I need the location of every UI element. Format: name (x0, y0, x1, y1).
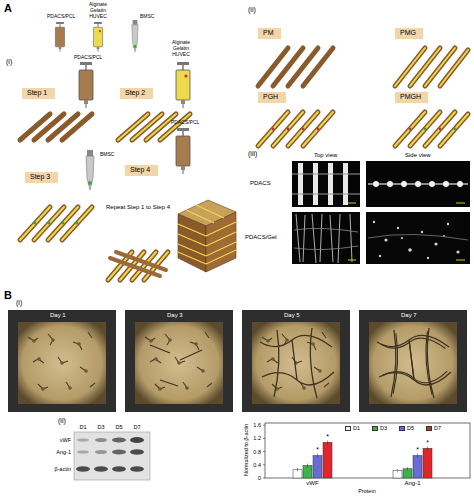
box-text: PM (263, 29, 274, 36)
box-text: PMGH (400, 93, 421, 100)
legend-item: D5 (399, 425, 414, 432)
legend-swatch (399, 426, 405, 431)
condition-box: PGH (258, 92, 286, 103)
significance-mark: * (416, 446, 419, 454)
significance-mark: * (316, 446, 319, 454)
protein-label: vWF (60, 437, 71, 443)
legend-swatch (426, 426, 432, 431)
brightfield-images (8, 310, 467, 412)
strands (20, 114, 190, 280)
axis-title: Protein (358, 488, 375, 494)
condition-box: PM (258, 28, 281, 39)
legend-text: D7 (434, 425, 441, 432)
syringes (55, 20, 190, 190)
step-box: Step 3 (25, 172, 58, 183)
syringe-label: BMSC (140, 14, 154, 20)
syringe-label: PDACS/PCL (171, 120, 199, 126)
tick-label: 1.6 (253, 422, 261, 428)
legend-text: D1 (353, 425, 360, 432)
row-label: PDACS/Gel (245, 234, 277, 241)
step-box: Step 2 (120, 88, 153, 99)
syringe-label: BMSC (100, 152, 114, 158)
legend-text: D5 (407, 425, 414, 432)
panel-letter: B (4, 289, 12, 302)
subpanel-label: (i) (6, 58, 12, 66)
condition-strands (258, 48, 468, 146)
lane-label: D3 (97, 424, 104, 430)
box-text: PMG (400, 29, 416, 36)
legend-text: D3 (380, 425, 387, 432)
significance-mark: * (326, 433, 329, 441)
lane-label: D1 (79, 424, 86, 430)
legend-swatch (372, 426, 378, 431)
tick-label: 0 (258, 475, 261, 481)
subpanel-label: (ii) (58, 417, 66, 425)
row-label: PDACS (250, 180, 271, 187)
protein-label: β-actin (54, 466, 71, 472)
step-box: Step 1 (22, 88, 55, 99)
lane-label: D7 (133, 424, 140, 430)
syringe-label: Alginate Gelatin HUVEC (83, 2, 113, 19)
day-label: Day 7 (401, 312, 417, 319)
syringe-label: PDACS/PCL (74, 55, 102, 61)
protein-label: Ang-1 (56, 449, 71, 455)
box-text: Step 1 (27, 89, 47, 96)
category-label: vWF (306, 480, 318, 487)
box-text: Step 3 (30, 173, 50, 180)
tick-label: 1.2 (253, 435, 261, 441)
axis-title: Normalized to β-actin (243, 424, 249, 476)
column-header: Side view (405, 152, 431, 159)
day-label: Day 1 (50, 312, 66, 319)
condition-box: PMGH (395, 92, 428, 103)
tick-label: 0.4 (253, 462, 261, 468)
condition-box: PMG (395, 28, 423, 39)
legend-item: D7 (426, 425, 441, 432)
note: Repeat Step 1 to Step 4 (106, 204, 170, 211)
box-text: Step 2 (125, 89, 145, 96)
column-header: Top view (314, 152, 337, 159)
syringe-label: PDACS/PCL (47, 14, 75, 20)
subpanel-label: (iii) (248, 150, 257, 158)
legend-item: D1 (345, 425, 360, 432)
western-blot (74, 432, 150, 480)
bar-chart (263, 423, 470, 478)
day-label: Day 5 (284, 312, 300, 319)
tick-label: 0.8 (253, 448, 261, 454)
box-text: Step 4 (130, 166, 150, 173)
subpanel-label: (i) (16, 299, 22, 307)
lane-label: D5 (115, 424, 122, 430)
step-box: Step 4 (125, 165, 158, 176)
micrographs (292, 161, 470, 264)
panel-letter: A (4, 2, 12, 15)
scaffold-cube (178, 200, 236, 272)
day-label: Day 3 (167, 312, 183, 319)
syringe-label: Alginate Gelatin HUVEC (166, 40, 196, 57)
legend-item: D3 (372, 425, 387, 432)
box-text: PGH (263, 93, 278, 100)
significance-mark: * (426, 439, 429, 447)
subpanel-label: (ii) (248, 6, 256, 14)
category-label: Ang-1 (404, 480, 420, 487)
legend-swatch (345, 426, 351, 431)
